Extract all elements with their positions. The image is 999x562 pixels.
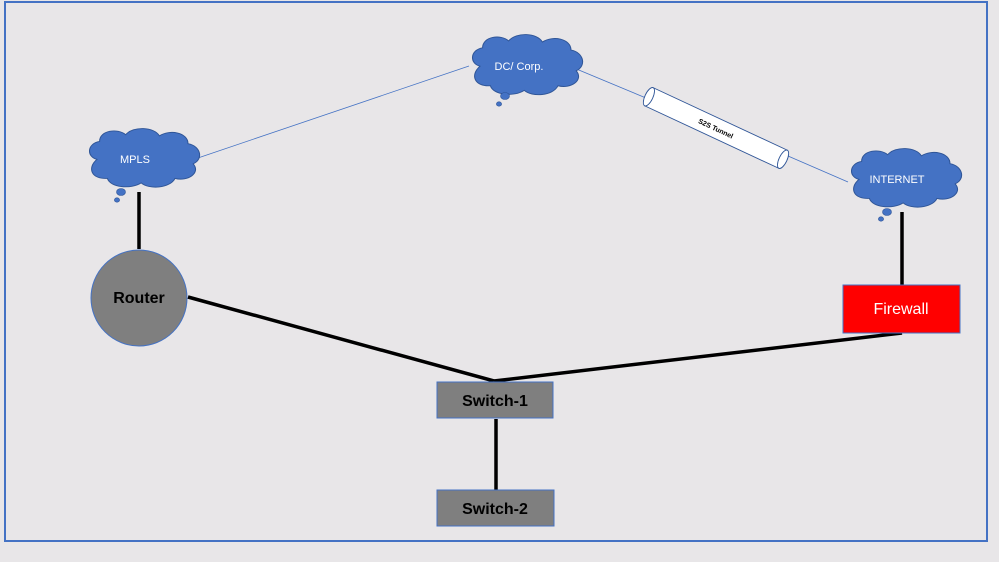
diagram-frame [4, 1, 988, 542]
firewall-label: Firewall [873, 301, 928, 318]
router-node[interactable]: Router [90, 249, 188, 347]
mpls-cloud[interactable]: MPLS [88, 127, 201, 203]
s2s-tunnel[interactable]: S2S Tunnel [641, 86, 791, 170]
internet-cloud[interactable]: INTERNET [850, 147, 963, 222]
router-label: Router [113, 290, 165, 307]
mpls-label: MPLS [120, 154, 150, 166]
link-router-switch1 [187, 295, 495, 383]
switch1-label: Switch-1 [462, 393, 528, 410]
link-mpls-dc [191, 65, 470, 161]
link-tunnel-internet [787, 155, 849, 183]
firewall-node[interactable]: Firewall [842, 284, 961, 334]
link-firewall-switch1 [493, 331, 903, 383]
link-dc-tunnel [573, 67, 647, 99]
switch2-label: Switch-2 [462, 501, 528, 518]
switch2-node[interactable]: Switch-2 [436, 489, 555, 527]
dc-label: DC/ Corp. [495, 61, 544, 73]
switch1-node[interactable]: Switch-1 [436, 381, 554, 419]
internet-label: INTERNET [870, 174, 925, 186]
dc-cloud[interactable]: DC/ Corp. [471, 33, 584, 107]
